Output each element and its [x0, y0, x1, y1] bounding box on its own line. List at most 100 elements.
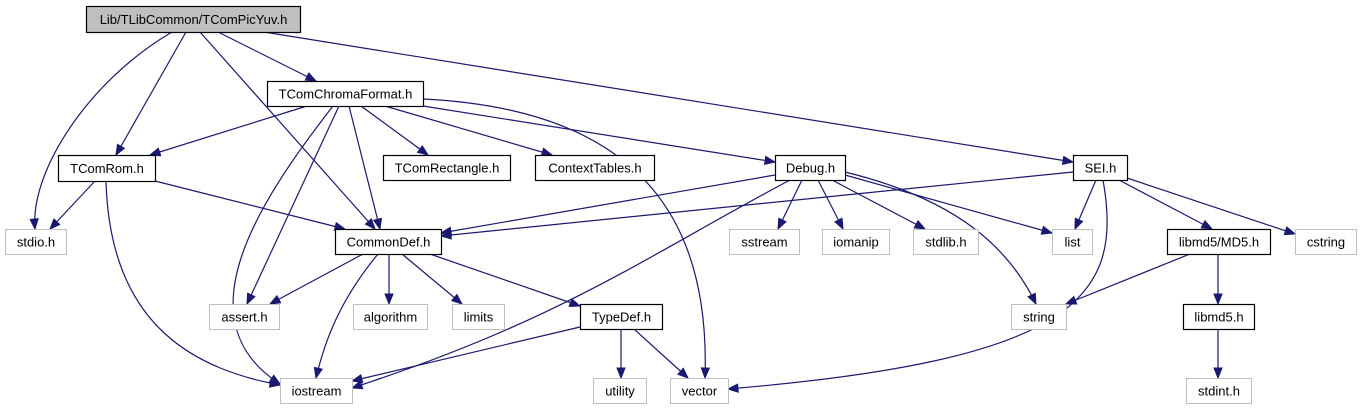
node-box: [593, 378, 647, 404]
edge-debug-to-stdlib-arrowhead-icon: [913, 219, 927, 230]
node-rom[interactable]: TComRom.h: [57, 154, 157, 183]
node-algorithm: algorithm: [353, 304, 428, 330]
edge-common-to-algorithm-arrowhead-icon: [384, 293, 394, 306]
node-assert: assert.h: [209, 304, 280, 330]
node-label: TComRectangle.h: [395, 160, 500, 175]
node-box: [1166, 228, 1272, 256]
node-label: iomanip: [833, 234, 879, 249]
edge-chroma-to-iostream: [232, 105, 334, 385]
edge-rom-to-iostream-arrowhead-icon: [268, 378, 282, 388]
edge-md5-to-string-arrowhead-icon: [1064, 295, 1078, 305]
edge-chroma-to-debug: [422, 105, 776, 163]
edge-root-to-common-arrowhead-icon: [364, 218, 376, 231]
node-label: libmd5.h: [1194, 309, 1243, 324]
edge-root-to-rom-arrowhead-icon: [115, 143, 126, 157]
node-box: [1186, 378, 1252, 404]
node-box: [334, 228, 443, 256]
edge-debug-to-common: [440, 174, 776, 234]
node-box: [382, 154, 512, 182]
edge-rom-to-iostream: [105, 180, 281, 386]
edge-debug-to-list-arrowhead-icon: [1040, 225, 1054, 235]
edge-typedef-to-vector-arrowhead-icon: [677, 367, 689, 379]
edge-root-to-chroma: [217, 31, 317, 82]
edge-common-to-assert-arrowhead-icon: [268, 294, 282, 305]
node-debug[interactable]: Debug.h: [774, 154, 847, 182]
edge-md5-to-libmd5-arrowhead-icon: [1213, 293, 1223, 306]
node-rect[interactable]: TComRectangle.h: [382, 154, 512, 182]
edge-sei-to-md5: [1118, 179, 1213, 230]
node-sei[interactable]: SEI.h: [1072, 154, 1129, 182]
edge-chroma-to-rect: [360, 105, 429, 156]
edge-rom-to-common: [154, 180, 346, 230]
node-typedef[interactable]: TypeDef.h: [579, 303, 664, 331]
edge-sei-to-common: [440, 171, 1074, 237]
node-label: CommonDef.h: [347, 234, 431, 249]
node-label: SEI.h: [1085, 160, 1117, 175]
node-box: [1182, 303, 1256, 331]
edge-typedef-to-iostream-arrowhead-icon: [350, 373, 364, 384]
node-common[interactable]: CommonDef.h: [334, 228, 443, 256]
node-root[interactable]: Lib/TLibCommon/TComPicYuv.h: [85, 5, 302, 34]
edge-typedef-to-vector: [633, 328, 689, 379]
edge-debug-to-stdlib: [831, 179, 926, 230]
node-box: [1011, 304, 1067, 330]
node-label: Debug.h: [786, 160, 835, 175]
node-box: [5, 229, 67, 255]
node-stdlib: stdlib.h: [913, 229, 979, 255]
node-chroma[interactable]: TComChromaFormat.h: [266, 80, 425, 108]
edge-sei-to-common-arrowhead-icon: [439, 230, 452, 240]
node-label: TypeDef.h: [592, 309, 651, 324]
node-string: string: [1011, 304, 1067, 330]
node-box: [353, 304, 428, 330]
node-stdint: stdint.h: [1186, 378, 1252, 404]
node-libmd5[interactable]: libmd5.h: [1182, 303, 1256, 331]
edge-chroma-to-rom-arrowhead-icon: [148, 147, 162, 157]
node-box: [452, 304, 505, 330]
node-utility: utility: [593, 378, 647, 404]
node-label: cstring: [1307, 234, 1345, 249]
edge-chroma-to-ctx: [384, 105, 553, 156]
edge-rom-to-stdio: [49, 180, 96, 230]
edge-sei-to-cstring: [1126, 177, 1296, 235]
node-box: [1052, 229, 1093, 255]
edge-chroma-to-assert: [246, 105, 340, 305]
edge-sei-to-vector: [727, 179, 1108, 390]
node-stdio: stdio.h: [5, 229, 67, 255]
edge-typedef-to-iostream: [351, 326, 581, 382]
edge-chroma-to-rom: [149, 105, 308, 156]
node-label: ContextTables.h: [548, 160, 641, 175]
node-ctx[interactable]: ContextTables.h: [534, 154, 656, 182]
edge-debug-to-string-arrowhead-icon: [1027, 292, 1037, 306]
node-label: algorithm: [364, 309, 417, 324]
node-md5[interactable]: libmd5/MD5.h: [1166, 228, 1272, 256]
edge-sei-to-list-arrowhead-icon: [1074, 217, 1084, 231]
edge-rom-to-stdio-arrowhead-icon: [49, 218, 61, 230]
edge-chroma-to-vector: [422, 98, 706, 379]
node-box: [1072, 154, 1129, 182]
node-label: list: [1065, 234, 1081, 249]
node-box: [85, 5, 302, 34]
edge-debug-to-list: [844, 174, 1053, 234]
node-limits: limits: [452, 304, 505, 330]
edge-sei-to-vector-arrowhead-icon: [726, 383, 739, 393]
edge-chroma-to-assert-arrowhead-icon: [246, 292, 256, 306]
node-label: stdlib.h: [925, 234, 966, 249]
node-box: [57, 154, 157, 183]
node-label: utility: [605, 383, 635, 398]
edge-chroma-to-rect-arrowhead-icon: [416, 144, 430, 156]
edge-sei-to-cstring-arrowhead-icon: [1283, 226, 1297, 236]
node-box: [670, 378, 729, 404]
node-box: [280, 378, 353, 404]
edge-typedef-to-utility-arrowhead-icon: [616, 367, 626, 380]
edge-root-to-rom: [115, 31, 187, 156]
node-box: [266, 80, 425, 108]
node-vector: vector: [670, 378, 729, 404]
node-label: stdint.h: [1198, 383, 1240, 398]
node-label: TComRom.h: [70, 161, 144, 176]
edge-root-to-sei: [263, 31, 1074, 163]
node-box: [579, 303, 664, 331]
edge-md5-to-string: [1065, 253, 1191, 305]
node-label: TComChromaFormat.h: [279, 86, 413, 101]
node-label: Lib/TLibCommon/TComPicYuv.h: [100, 12, 288, 27]
